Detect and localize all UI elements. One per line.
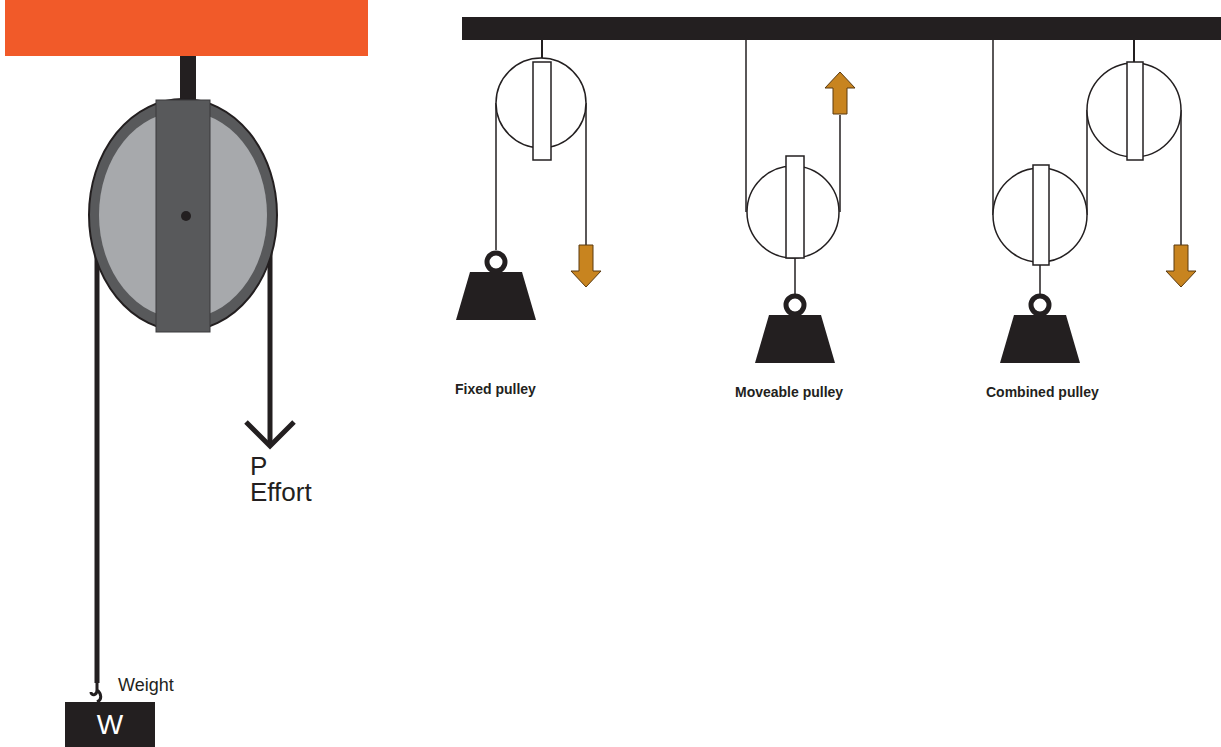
- ceiling-beam: [462, 17, 1221, 40]
- force-symbol: P: [250, 452, 267, 481]
- ceiling-beam: [5, 0, 368, 56]
- caption-label: Fixed pulley: [455, 382, 536, 397]
- force-label: Effort: [250, 478, 312, 507]
- pulley-wheel: [89, 99, 277, 331]
- weight-symbol: W: [97, 709, 123, 741]
- weight-block: W: [65, 702, 155, 747]
- caption-label: Moveable pulley: [735, 385, 843, 400]
- caption-label: Combined pulley: [986, 385, 1099, 400]
- weight-label: Weight: [118, 676, 174, 696]
